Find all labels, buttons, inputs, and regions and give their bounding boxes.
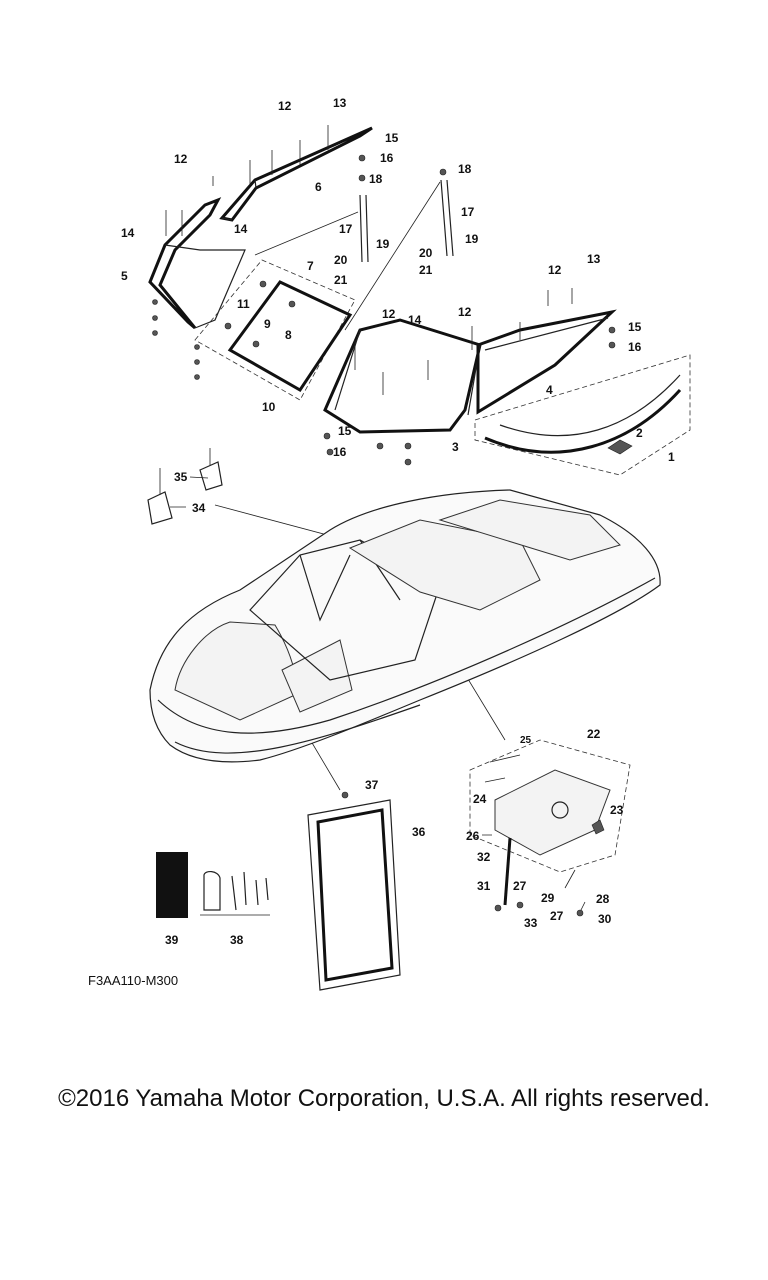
panel-frame-36 — [307, 799, 401, 991]
hull-cockpit-mid — [281, 639, 353, 713]
callout-19-a: 19 — [376, 237, 390, 251]
drawing-code: F3AA110-M300 — [88, 973, 178, 988]
gas-strut-31 — [503, 837, 512, 906]
callout-25: 25 — [520, 735, 532, 746]
latch-23 — [591, 819, 605, 835]
callout-26: 26 — [466, 829, 480, 843]
lid-box-22 — [469, 739, 631, 873]
callout-7: 7 — [307, 259, 314, 273]
callout-38: 38 — [230, 933, 244, 947]
callout-5: 5 — [121, 269, 128, 283]
rail-cap-2 — [607, 439, 633, 455]
callout-11: 11 — [237, 297, 250, 311]
owners-manual-39 — [156, 852, 188, 918]
callout-16-a: 16 — [380, 151, 394, 165]
callout-17-a: 17 — [339, 222, 353, 236]
callout-12-d: 12 — [382, 307, 396, 321]
callout-27-a: 27 — [513, 879, 527, 893]
callout-3: 3 — [452, 440, 459, 454]
strut-17-left — [359, 194, 369, 263]
callout-18-b: 18 — [458, 162, 472, 176]
callout-17-b: 17 — [461, 205, 475, 219]
copyright-notice: ©2016 Yamaha Motor Corporation, U.S.A. A… — [58, 1085, 710, 1112]
callout-12-e: 12 — [458, 305, 472, 319]
callout-15-b: 15 — [628, 320, 642, 334]
callout-10: 10 — [262, 400, 276, 414]
callout-4: 4 — [546, 383, 553, 397]
callout-20-b: 20 — [419, 246, 433, 260]
callout-21-b: 21 — [419, 263, 433, 277]
rail-box-1 — [474, 354, 691, 476]
callout-31: 31 — [477, 879, 491, 893]
callout-14-c: 14 — [408, 313, 422, 327]
callout-6: 6 — [315, 180, 322, 194]
callout-12-a: 12 — [278, 99, 292, 113]
callout-28: 28 — [596, 892, 610, 906]
rail-1 — [484, 388, 682, 454]
callout-18-a: 18 — [369, 172, 383, 186]
windshield-glass-10 — [227, 280, 353, 392]
callout-13-a: 13 — [333, 96, 347, 110]
callout-labels: 1 2 3 4 5 6 7 8 9 10 11 12 12 12 12 12 1… — [121, 96, 675, 947]
seat-brackets — [147, 448, 223, 525]
callout-30: 30 — [598, 912, 612, 926]
callout-12-c: 12 — [548, 263, 562, 277]
callout-35: 35 — [174, 470, 188, 484]
callout-23: 23 — [610, 803, 624, 817]
callout-16-c: 16 — [333, 445, 347, 459]
hull-rear-cockpit — [348, 519, 541, 611]
windshield-lower-3 — [323, 318, 482, 434]
windshield-frame-7 — [194, 259, 356, 401]
callout-15-c: 15 — [338, 424, 352, 438]
strut-17-right — [440, 179, 454, 257]
callout-32: 32 — [477, 850, 491, 864]
bracket-bottom — [147, 491, 173, 525]
hull-stern-deck — [438, 499, 621, 561]
callout-13-b: 13 — [587, 252, 601, 266]
callout-12-b: 12 — [174, 152, 188, 166]
callout-37: 37 — [365, 778, 379, 792]
callout-9: 9 — [264, 317, 271, 331]
callout-22: 22 — [587, 727, 601, 741]
storage-lid-assembly — [469, 739, 631, 917]
callout-39: 39 — [165, 933, 179, 947]
callout-34: 34 — [192, 501, 206, 515]
boat-hull — [149, 489, 661, 763]
callout-19-b: 19 — [465, 232, 479, 246]
callout-20-a: 20 — [334, 253, 348, 267]
callout-15-a: 15 — [385, 131, 399, 145]
callout-1: 1 — [668, 450, 675, 464]
callout-8: 8 — [285, 328, 292, 342]
fasteners — [152, 154, 616, 466]
bracket-top — [199, 461, 223, 491]
callout-2: 2 — [636, 426, 643, 440]
callout-36: 36 — [412, 825, 426, 839]
panel-36 — [307, 791, 401, 991]
callout-29: 29 — [541, 891, 555, 905]
tool-kit-38 — [200, 871, 270, 916]
windshield-side-4 — [476, 309, 617, 415]
callout-27-b: 27 — [550, 909, 564, 923]
callout-14-a: 14 — [121, 226, 135, 240]
windshield-side-5 — [148, 197, 222, 330]
callout-24: 24 — [473, 792, 487, 806]
windshield-panel-6 — [219, 126, 373, 222]
callout-14-b: 14 — [234, 222, 248, 236]
callout-33: 33 — [524, 916, 538, 930]
callout-21-a: 21 — [334, 273, 348, 287]
callout-16-b: 16 — [628, 340, 642, 354]
